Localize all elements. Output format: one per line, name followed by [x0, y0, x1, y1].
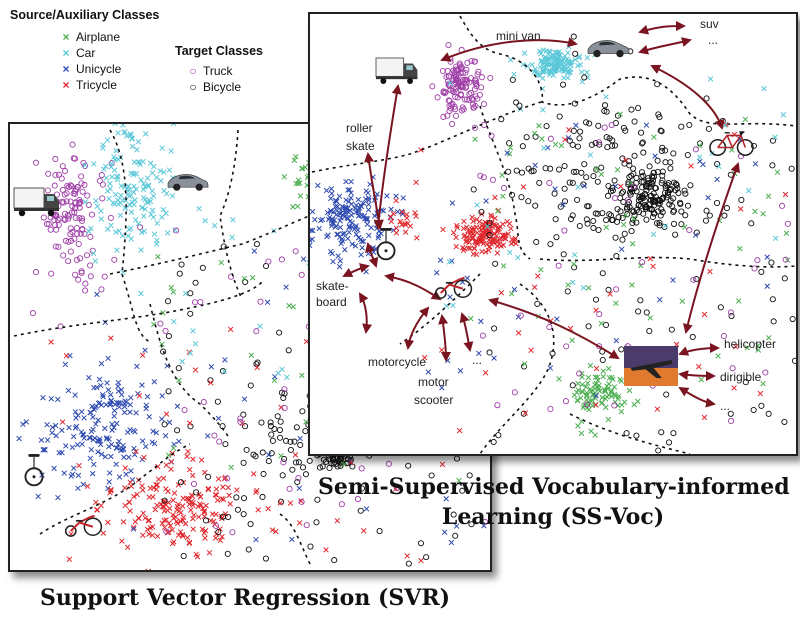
- svr-caption: Support Vector Regression (SVR): [40, 585, 451, 611]
- svr-class-icons: [13, 174, 209, 537]
- ssvoc-scatter-plot: mini van suv ... roller skate skate- boa…: [310, 15, 796, 454]
- label-suv: suv: [700, 17, 719, 31]
- svr-scatter-plot: [13, 124, 490, 570]
- legend-item-tricycle: × Tricycle: [60, 78, 117, 92]
- label-skate-board-1: skate-: [316, 279, 349, 293]
- unicycle-icon: [376, 228, 396, 261]
- truck-marker-icon: ○: [189, 64, 197, 78]
- airplane-icon: [624, 346, 678, 386]
- ssvoc-points: [310, 33, 796, 454]
- ssvoc-class-icons: [375, 40, 754, 386]
- legend-item-airplane: × Airplane: [60, 30, 120, 44]
- label-skate-board-2: board: [316, 295, 347, 309]
- ssvoc-caption-line1: Semi-Supervised Vocabulary-informed: [318, 474, 790, 500]
- label-dirigible: dirigible: [720, 370, 762, 384]
- legend: Source/Auxiliary Classes ×Airplane ×Car …: [10, 8, 310, 108]
- legend-label-tricycle: Tricycle: [76, 78, 117, 92]
- source-classes-title: Source/Auxiliary Classes: [10, 8, 160, 22]
- tricycle-marker-icon: ×: [62, 78, 70, 92]
- ssvoc-scatter-panel: mini van suv ... roller skate skate- boa…: [308, 12, 798, 456]
- legend-label-truck: Truck: [203, 64, 233, 78]
- bicycle-icon: [709, 131, 754, 156]
- label-mini-van: mini van: [496, 29, 541, 43]
- legend-item-unicycle: × Unicycle: [60, 62, 121, 76]
- target-classes-title: Target Classes: [175, 44, 264, 58]
- svr-decision-boundaries: [13, 129, 341, 565]
- car-icon: [587, 40, 630, 58]
- label-roller: roller: [346, 121, 373, 135]
- unicycle-icon: [24, 454, 44, 487]
- tricycle-icon: [434, 276, 473, 299]
- label-ellipsis-top: ...: [708, 33, 718, 47]
- label-motorcycle: motorcycle: [368, 355, 426, 369]
- car-icon: [167, 174, 209, 191]
- label-helicopter: helicopter: [724, 337, 776, 351]
- label-ellipsis-bottom: ...: [720, 399, 730, 413]
- label-motor: motor: [418, 375, 449, 389]
- ssvoc-vocabulary-labels: mini van suv ... roller skate skate- boa…: [316, 17, 776, 413]
- label-scooter: scooter: [414, 393, 453, 407]
- label-skate: skate: [346, 139, 375, 153]
- ssvoc-vocabulary-arrows: [342, 21, 740, 408]
- legend-item-truck: ○ Truck: [187, 64, 233, 78]
- legend-label-bicycle: Bicycle: [203, 80, 242, 94]
- legend-label-unicycle: Unicycle: [76, 62, 122, 76]
- bicycle-marker-icon: ○: [189, 80, 197, 94]
- ssvoc-caption: Semi-Supervised Vocabulary-informed Lear…: [318, 472, 790, 532]
- unicycle-marker-icon: ×: [62, 62, 70, 76]
- legend-item-car: × Car: [60, 46, 95, 60]
- legend-label-car: Car: [76, 46, 96, 60]
- tricycle-icon: [64, 514, 103, 537]
- truck-icon: [375, 57, 418, 84]
- car-marker-icon: ×: [62, 46, 70, 60]
- ssvoc-caption-line2: Learning (SS-Voc): [441, 504, 665, 530]
- truck-icon: [13, 187, 59, 217]
- label-ellipsis-mid: ...: [472, 353, 482, 367]
- legend-item-bicycle: ○ Bicycle: [187, 80, 241, 94]
- airplane-marker-icon: ×: [62, 30, 70, 44]
- legend-label-airplane: Airplane: [76, 30, 121, 44]
